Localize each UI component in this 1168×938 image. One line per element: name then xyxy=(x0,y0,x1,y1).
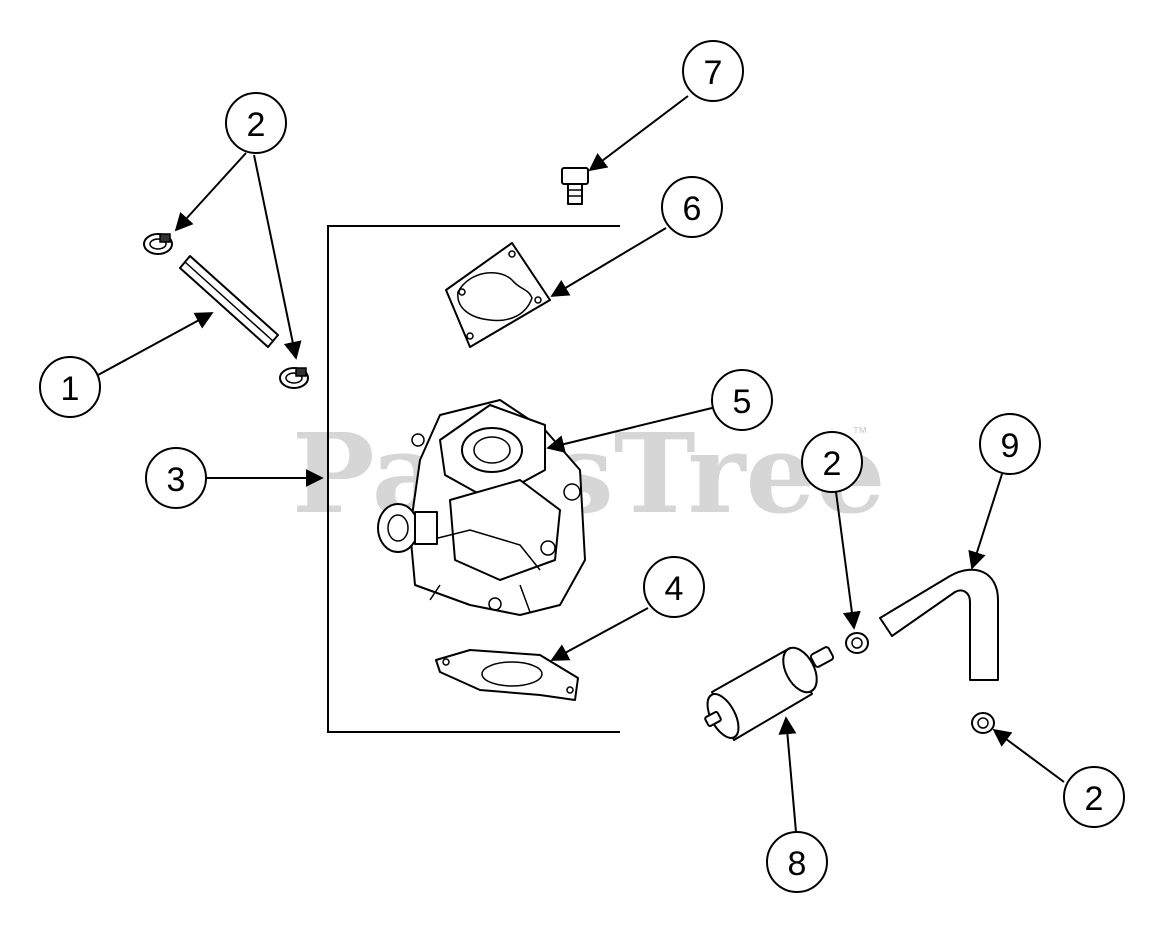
callout-7: 7 xyxy=(682,40,744,102)
leader-6 xyxy=(550,227,667,297)
assembly-bracket xyxy=(327,225,620,733)
callout-2-top-left: 2 xyxy=(225,92,287,154)
callout-label: 4 xyxy=(665,570,684,608)
callout-label: 1 xyxy=(61,370,80,408)
watermark-trademark: ™ xyxy=(852,425,868,442)
clamp-part-lower-right xyxy=(971,712,995,734)
leader-4 xyxy=(550,607,649,661)
leader-5 xyxy=(546,407,713,453)
callout-3: 3 xyxy=(145,447,207,509)
callout-1: 1 xyxy=(39,356,101,418)
screw-part xyxy=(561,167,589,205)
carburetor-part xyxy=(377,399,586,616)
leader-2b xyxy=(835,491,861,630)
callout-2-bottom-right: 2 xyxy=(1063,766,1125,828)
callout-label: 6 xyxy=(683,190,702,228)
callout-label: 8 xyxy=(788,845,807,883)
clamp-part-top-left xyxy=(143,233,173,255)
callout-9: 9 xyxy=(979,413,1041,475)
callout-4: 4 xyxy=(643,556,705,618)
callout-label: 9 xyxy=(1001,427,1020,465)
callout-label: 7 xyxy=(704,54,723,92)
bottom-gasket-part xyxy=(435,649,579,701)
callout-2-middle: 2 xyxy=(801,431,863,493)
fuel-line-part xyxy=(179,255,279,348)
callout-8: 8 xyxy=(766,831,828,893)
leader-1 xyxy=(97,312,214,376)
clamp-part-lower-left xyxy=(279,367,309,389)
callout-label: 2 xyxy=(247,106,266,144)
leader-9 xyxy=(968,473,1003,570)
leader-7 xyxy=(588,95,689,172)
callout-6: 6 xyxy=(661,176,723,238)
callout-label: 2 xyxy=(823,445,842,483)
leader-2a-top xyxy=(174,152,247,232)
callout-label: 2 xyxy=(1085,780,1104,818)
callout-label: 3 xyxy=(167,461,186,499)
leader-2c xyxy=(992,728,1065,783)
clamp-part-mid-right xyxy=(845,632,869,654)
callout-5: 5 xyxy=(711,369,773,431)
callout-label: 5 xyxy=(733,383,752,421)
leader-8 xyxy=(778,716,797,833)
top-gasket-part xyxy=(445,242,551,348)
curved-hose-part xyxy=(879,568,999,681)
fuel-filter-part xyxy=(704,646,835,741)
leader-2a-bottom xyxy=(253,154,302,360)
